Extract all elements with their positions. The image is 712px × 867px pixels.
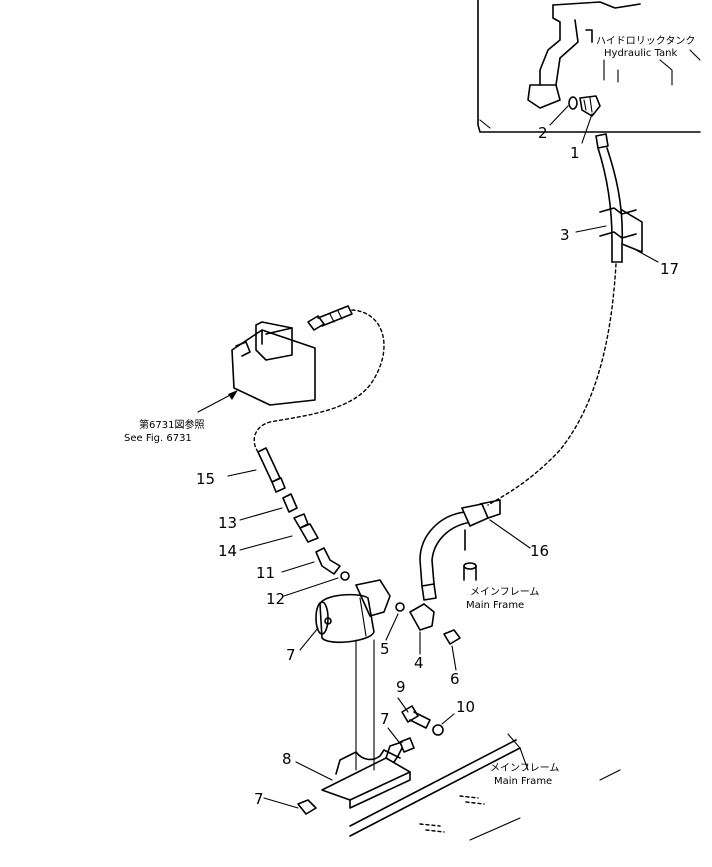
callout-7-filter: 7 xyxy=(286,646,296,664)
hydraulic-tank-label-jp: ハイドロリックタンク xyxy=(596,35,695,47)
see-fig-label-en: See Fig. 6731 xyxy=(124,433,192,444)
callout-8: 8 xyxy=(282,750,292,768)
see-fig-label-jp: 第6731図参照 xyxy=(139,418,204,431)
main-frame-label-en-2: Main Frame xyxy=(494,776,552,787)
bolt-7 xyxy=(393,737,415,763)
callout-5: 5 xyxy=(380,640,390,658)
callout-6: 6 xyxy=(450,670,460,688)
hydraulic-tank-label-en: Hydraulic Tank xyxy=(604,48,678,59)
callout-4: 4 xyxy=(414,654,424,672)
fitting-4 xyxy=(409,603,435,631)
o-ring-5 xyxy=(395,602,405,612)
reference-labels: ハイドロリックタンク Hydraulic Tank 第6731図参照 See F… xyxy=(124,35,695,787)
callout-7-nut: 7 xyxy=(254,790,264,808)
callout-numbers: 1 2 3 17 15 13 14 11 12 7 5 4 6 16 9 10 … xyxy=(196,124,679,808)
fitting-13 xyxy=(282,493,298,513)
main-frame-label-jp-1: メインフレーム xyxy=(470,586,539,598)
washer-10 xyxy=(432,724,444,736)
o-ring-12 xyxy=(340,571,350,581)
callout-10: 10 xyxy=(456,698,475,716)
hose-15 xyxy=(253,309,385,493)
main-frame-label-en-1: Main Frame xyxy=(466,600,524,611)
fitting-14 xyxy=(293,513,319,543)
callout-13: 13 xyxy=(218,514,237,532)
callout-11: 11 xyxy=(256,564,275,582)
callout-14: 14 xyxy=(218,542,237,560)
pump-unit xyxy=(231,305,353,406)
bracket-8 xyxy=(321,741,411,809)
callout-16: 16 xyxy=(530,542,549,560)
nut-7 xyxy=(297,799,317,815)
main-frame-label-jp-2: メインフレーム xyxy=(490,762,559,774)
callout-17: 17 xyxy=(660,260,679,278)
callout-12: 12 xyxy=(266,590,285,608)
callout-7-bolt: 7 xyxy=(380,710,390,728)
leader-lines xyxy=(197,105,659,809)
callout-1: 1 xyxy=(570,144,580,162)
elbow-11 xyxy=(315,547,341,575)
filter-7 xyxy=(315,579,391,771)
callout-2: 2 xyxy=(538,124,548,142)
callout-9: 9 xyxy=(396,678,406,696)
hose-3 xyxy=(487,133,643,506)
tank-elbow-fitting xyxy=(568,95,601,117)
plug-6 xyxy=(443,629,461,645)
main-frame xyxy=(349,733,621,841)
callout-15: 15 xyxy=(196,470,215,488)
hydraulic-tank xyxy=(477,0,701,133)
callout-3: 3 xyxy=(560,226,570,244)
hose-16 xyxy=(419,499,501,601)
